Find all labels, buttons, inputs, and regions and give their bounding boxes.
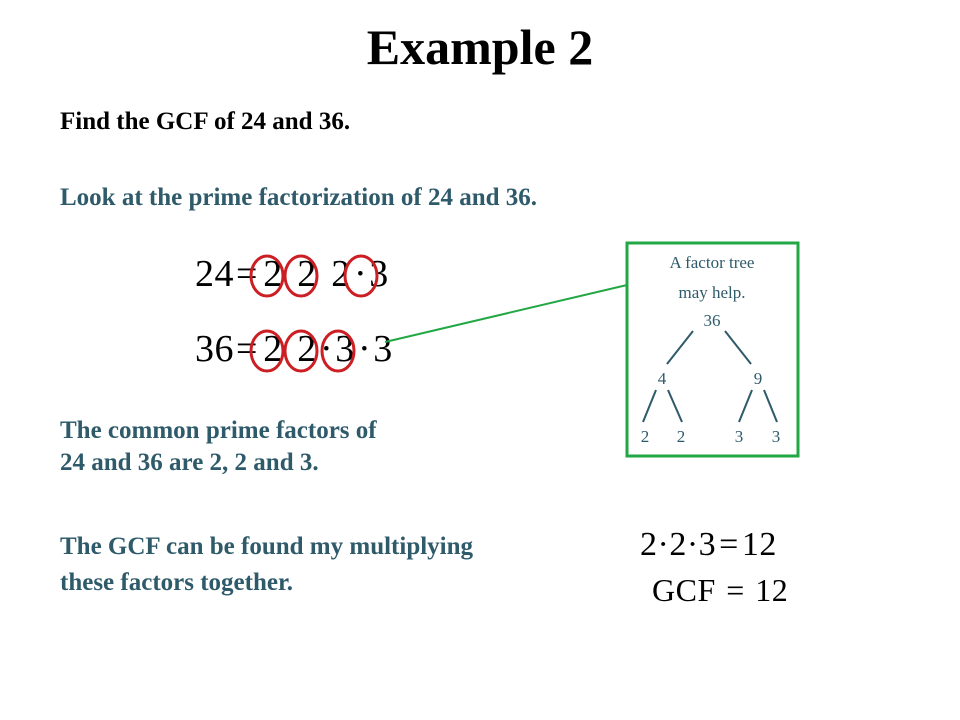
lhs-number: 24 <box>195 253 234 295</box>
tree-caption-line2: may help. <box>678 283 745 302</box>
tree-leaf: 2 <box>641 427 650 446</box>
tree-branch <box>666 330 694 365</box>
product-rhs: 12 <box>741 526 777 563</box>
page-title: Example 2 <box>366 19 594 75</box>
factor: 2 <box>263 328 283 370</box>
tree-node: 9 <box>754 369 763 388</box>
tree-leaf: 3 <box>735 427 744 446</box>
tree-root: 36 <box>704 311 721 330</box>
instruction-text: Look at the prime factorization of 24 an… <box>60 184 538 211</box>
tree-branch <box>667 389 683 423</box>
tree-branch <box>738 389 753 423</box>
factor: 2 <box>297 328 317 370</box>
problem-statement: Find the GCF of 24 and 36. <box>60 108 351 135</box>
product-equation: 2·2·3=12 <box>640 526 777 564</box>
tree-node: 4 <box>658 369 667 388</box>
connector-line <box>384 284 628 343</box>
circle-24-factor-2 <box>283 254 319 298</box>
tree-branch <box>642 389 657 423</box>
lhs-number: 36 <box>195 328 234 370</box>
circle-36-factor-3 <box>320 329 356 373</box>
tree-branch <box>724 330 752 365</box>
tree-caption-line1: A factor tree <box>670 253 755 272</box>
gcf-result: GCF = 12 <box>652 572 789 608</box>
circle-36-factor-1 <box>249 329 285 373</box>
tree-branch <box>763 389 778 423</box>
factor: 2 <box>263 253 283 295</box>
factor-tree-box <box>625 241 800 458</box>
equals-sign: = <box>719 526 739 563</box>
gcf-method-text: The GCF can be found my multiplying thes… <box>60 533 474 596</box>
tree-leaf: 3 <box>772 427 781 446</box>
circle-36-factor-2 <box>283 329 319 373</box>
circle-24-factor-1 <box>249 254 285 298</box>
factor: 3 <box>373 328 393 370</box>
factor: 2 <box>297 253 317 295</box>
common-factors-text: The common prime factors of 24 and 36 ar… <box>60 417 377 476</box>
product-lhs: 2·2·3 <box>640 526 717 563</box>
circle-24-factor-4 <box>343 254 379 298</box>
tree-leaf: 2 <box>677 427 686 446</box>
